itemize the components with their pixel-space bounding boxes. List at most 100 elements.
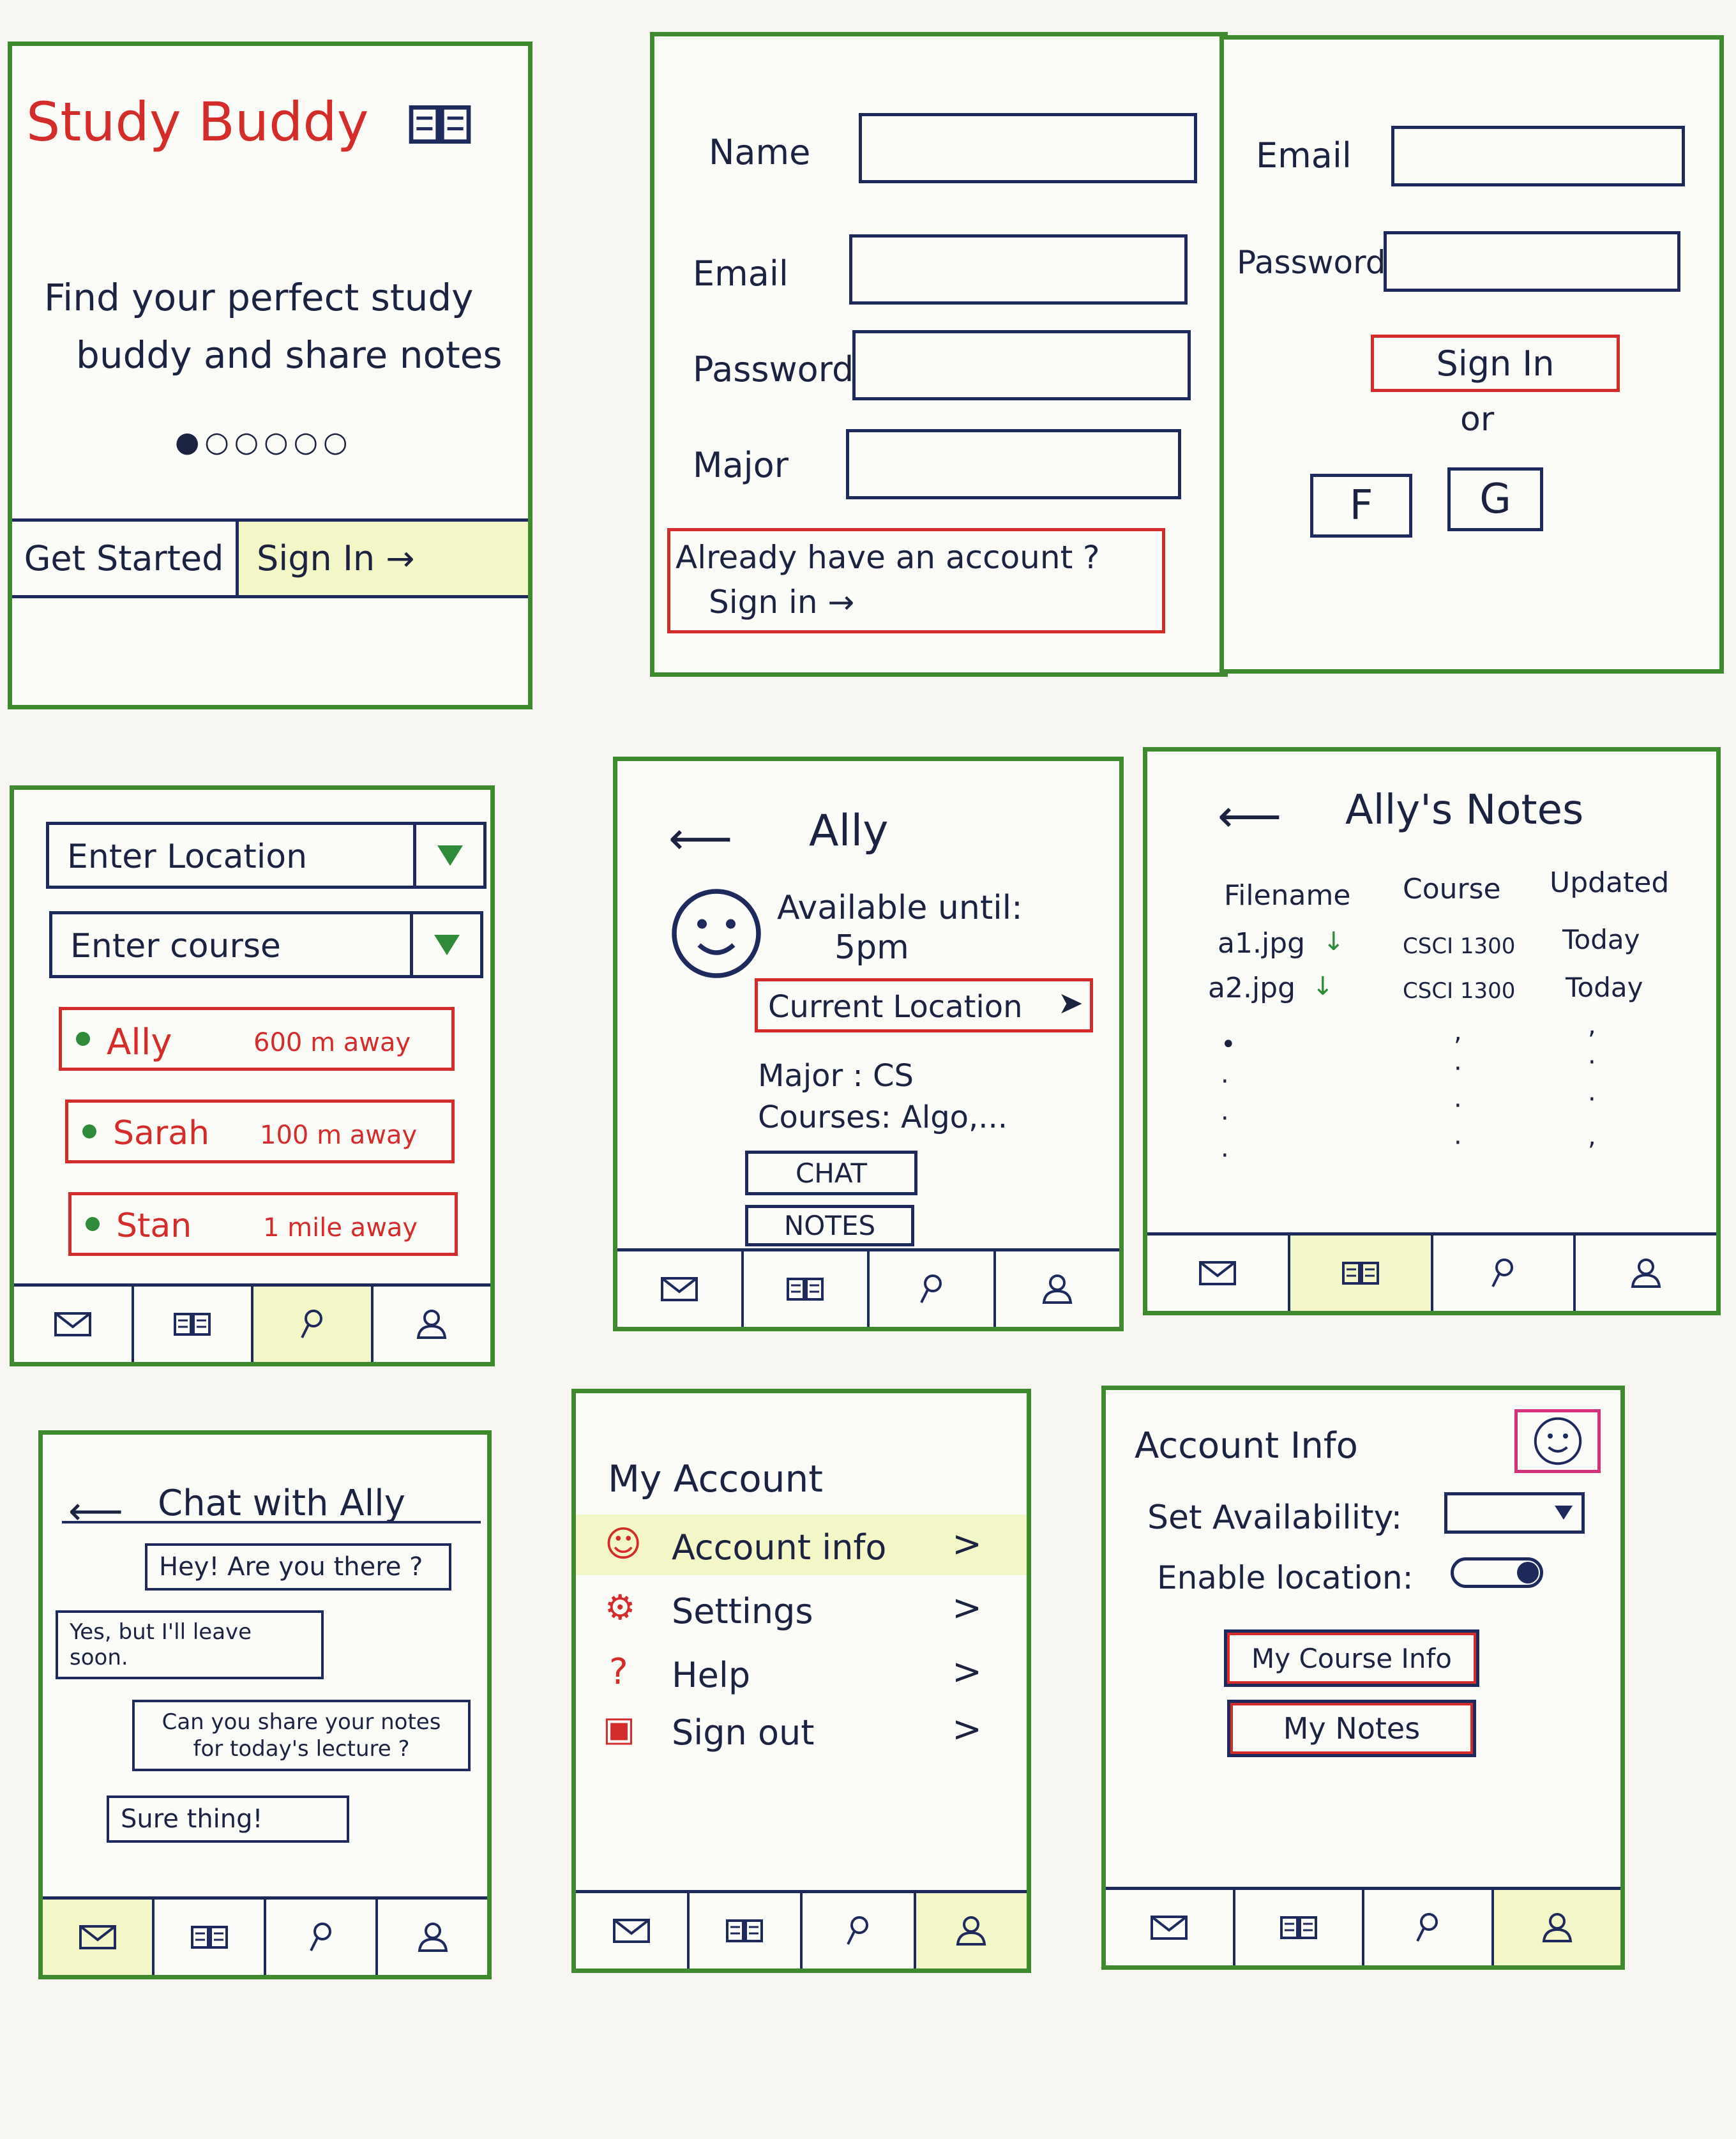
google-login-button[interactable]: G [1447, 467, 1543, 531]
location-arrow-icon: ➤ [1057, 985, 1083, 1021]
more-rows-indicator: ,··, [1588, 1011, 1596, 1151]
tab-search[interactable] [253, 1287, 374, 1362]
tab-search[interactable] [803, 1893, 916, 1969]
file-course: CSCI 1300 [1403, 978, 1516, 1004]
my-notes-label: My Notes [1283, 1711, 1421, 1746]
availability-label: Set Availability: [1147, 1499, 1403, 1537]
location-label: Enable location: [1157, 1559, 1414, 1596]
major-field[interactable] [846, 429, 1181, 499]
more-rows-indicator: ,··· [1454, 1017, 1462, 1158]
tab-messages[interactable] [14, 1287, 134, 1362]
existing-account-link[interactable]: Already have an account ? Sign in → [667, 528, 1165, 633]
availability-dropdown[interactable] [1444, 1492, 1585, 1534]
file-name[interactable]: a1.jpg [1218, 927, 1306, 960]
sign-in-button[interactable]: Sign In [1371, 335, 1620, 392]
buddy-list-item[interactable]: Sarah 100 m away [65, 1100, 455, 1163]
account-menu-item[interactable]: ☺ Account info > [576, 1515, 1027, 1575]
facebook-login-button[interactable]: F [1310, 474, 1412, 538]
tab-messages[interactable] [43, 1900, 155, 1975]
tab-bar [617, 1248, 1119, 1327]
file-name[interactable]: a2.jpg [1208, 972, 1296, 1004]
password-field[interactable] [1384, 231, 1680, 292]
mail-icon [660, 1276, 698, 1302]
file-course: CSCI 1300 [1403, 933, 1516, 959]
account-menu-item[interactable]: ? Help > [576, 1642, 1027, 1703]
account-menu-item[interactable]: ▣ Sign out > [576, 1700, 1027, 1760]
book-icon [1279, 1915, 1318, 1940]
chat-button-label: CHAT [795, 1157, 868, 1189]
tab-messages[interactable] [576, 1893, 690, 1969]
available-time: 5pm [834, 928, 909, 967]
profile-major: Major : CS [758, 1058, 914, 1094]
book-icon [786, 1276, 824, 1302]
profile-screen: ⟵ Ally Available until: 5pm Current Loca… [613, 757, 1124, 1331]
tab-profile[interactable] [378, 1900, 487, 1975]
tab-bar [1106, 1887, 1620, 1965]
tab-profile[interactable] [996, 1251, 1120, 1327]
message-outgoing: Yes, but I'll leave soon. [56, 1610, 324, 1679]
tab-notes[interactable] [744, 1251, 870, 1327]
tab-profile[interactable] [374, 1287, 491, 1362]
buddy-list-item[interactable]: Stan 1 mile away [68, 1192, 458, 1256]
back-arrow-icon[interactable]: ⟵ [68, 1489, 124, 1534]
toggle-knob [1517, 1562, 1539, 1583]
tagline-line-1: Find your perfect study [44, 276, 474, 319]
course-dropdown-toggle[interactable] [410, 914, 480, 975]
password-field[interactable] [852, 330, 1191, 400]
course-dropdown[interactable]: Enter course [49, 911, 483, 978]
profile-icon [416, 1308, 448, 1340]
smiley-face-icon [1532, 1416, 1583, 1467]
get-started-button[interactable]: Get Started [12, 522, 239, 595]
back-arrow-icon[interactable]: ⟵ [668, 812, 733, 865]
column-header-updated: Updated [1550, 866, 1670, 899]
name-field[interactable] [859, 113, 1197, 183]
tab-search[interactable] [266, 1900, 378, 1975]
location-dropdown[interactable]: Enter Location [46, 822, 487, 889]
buddy-list-item[interactable]: Ally 600 m away [59, 1007, 455, 1071]
tab-search[interactable] [870, 1251, 996, 1327]
tab-messages[interactable] [617, 1251, 744, 1327]
welcome-screen: Study Buddy Find your perfect study budd… [8, 42, 532, 709]
download-icon[interactable]: ↓ [1312, 972, 1334, 1001]
tab-notes[interactable] [155, 1900, 266, 1975]
tab-notes[interactable] [1290, 1236, 1433, 1311]
current-location-label: Current Location [768, 989, 1023, 1025]
tab-notes[interactable] [1235, 1890, 1364, 1965]
notes-title: Ally's Notes [1345, 787, 1584, 834]
tab-messages[interactable] [1147, 1236, 1290, 1311]
tab-profile[interactable] [1493, 1890, 1620, 1965]
sign-in-button[interactable]: Sign In → [239, 522, 528, 595]
location-dropdown-toggle[interactable] [413, 825, 483, 886]
email-field[interactable] [1391, 126, 1685, 186]
tab-notes[interactable] [134, 1287, 253, 1362]
email-field[interactable] [849, 234, 1188, 305]
location-toggle[interactable] [1451, 1557, 1543, 1588]
tab-bar [43, 1896, 487, 1975]
notes-button[interactable]: NOTES [745, 1205, 914, 1246]
tab-search[interactable] [1433, 1236, 1576, 1311]
profile-icon [1041, 1273, 1073, 1305]
tab-profile[interactable] [1576, 1236, 1716, 1311]
location-placeholder: Enter Location [67, 838, 308, 876]
signup-screen: Name Email Password Major Already have a… [650, 32, 1228, 677]
download-icon[interactable]: ↓ [1323, 927, 1345, 956]
search-icon [919, 1273, 944, 1305]
carousel-dots[interactable]: ●○○○○○ [175, 426, 353, 458]
avatar[interactable] [1514, 1409, 1601, 1473]
column-header-filename: Filename [1224, 879, 1351, 912]
column-header-course: Course [1403, 873, 1501, 905]
person-icon: ☺ [605, 1523, 642, 1565]
account-menu-item[interactable]: ⚙ Settings > [576, 1578, 1027, 1639]
chevron-down-icon [1555, 1506, 1573, 1520]
facebook-button-label: F [1349, 482, 1373, 529]
chat-button[interactable]: CHAT [745, 1151, 917, 1195]
tab-profile[interactable] [916, 1893, 1027, 1969]
tab-messages[interactable] [1106, 1890, 1235, 1965]
tab-search[interactable] [1364, 1890, 1494, 1965]
my-notes-button[interactable]: My Notes [1227, 1700, 1476, 1757]
my-course-info-button[interactable]: My Course Info [1224, 1629, 1479, 1687]
online-status-dot [76, 1032, 90, 1046]
current-location-button[interactable]: Current Location ➤ [755, 978, 1093, 1032]
tab-notes[interactable] [690, 1893, 803, 1969]
back-arrow-icon[interactable]: ⟵ [1218, 790, 1282, 842]
